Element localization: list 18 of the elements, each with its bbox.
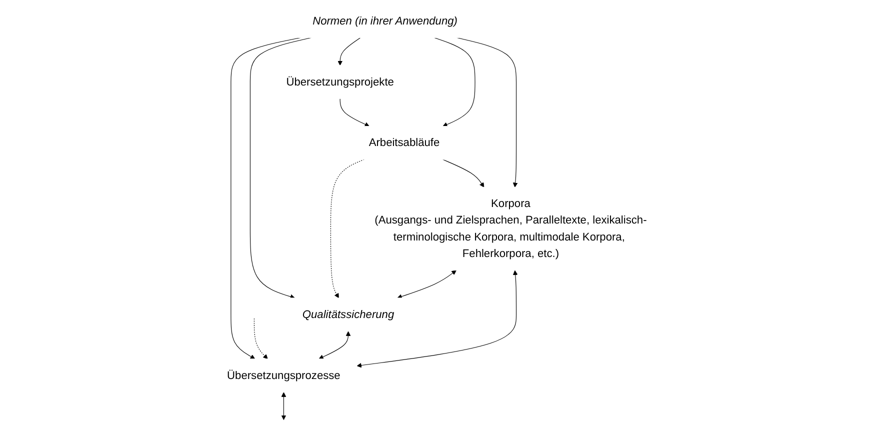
node-text: Normen (in ihrer Anwendung) bbox=[312, 14, 458, 28]
arrow bbox=[340, 98, 370, 127]
arrow bbox=[456, 37, 518, 188]
arrow bbox=[254, 318, 268, 360]
arrow bbox=[318, 331, 351, 360]
arrow bbox=[442, 159, 484, 188]
node-text: Übersetzungsprojekte bbox=[286, 76, 394, 88]
node-text: Qualitätssicherung bbox=[302, 308, 394, 321]
node-text: Arbeitsabläufe bbox=[368, 136, 440, 149]
arrow bbox=[397, 270, 457, 299]
arrow bbox=[250, 37, 312, 299]
arrow bbox=[330, 159, 365, 298]
arrow bbox=[356, 270, 518, 368]
arrow bbox=[434, 37, 476, 127]
node-text: Korpora (Ausgangs- und Zielsprachen, Paralleltexte, lexikalisch-terminologische Korpora, multimodale Korpora, Fehlerkorpora, etc.) bbox=[374, 198, 647, 260]
node-text: Übersetzungsprozesse bbox=[227, 369, 340, 382]
arrow bbox=[281, 392, 286, 420]
arrow bbox=[338, 37, 361, 66]
